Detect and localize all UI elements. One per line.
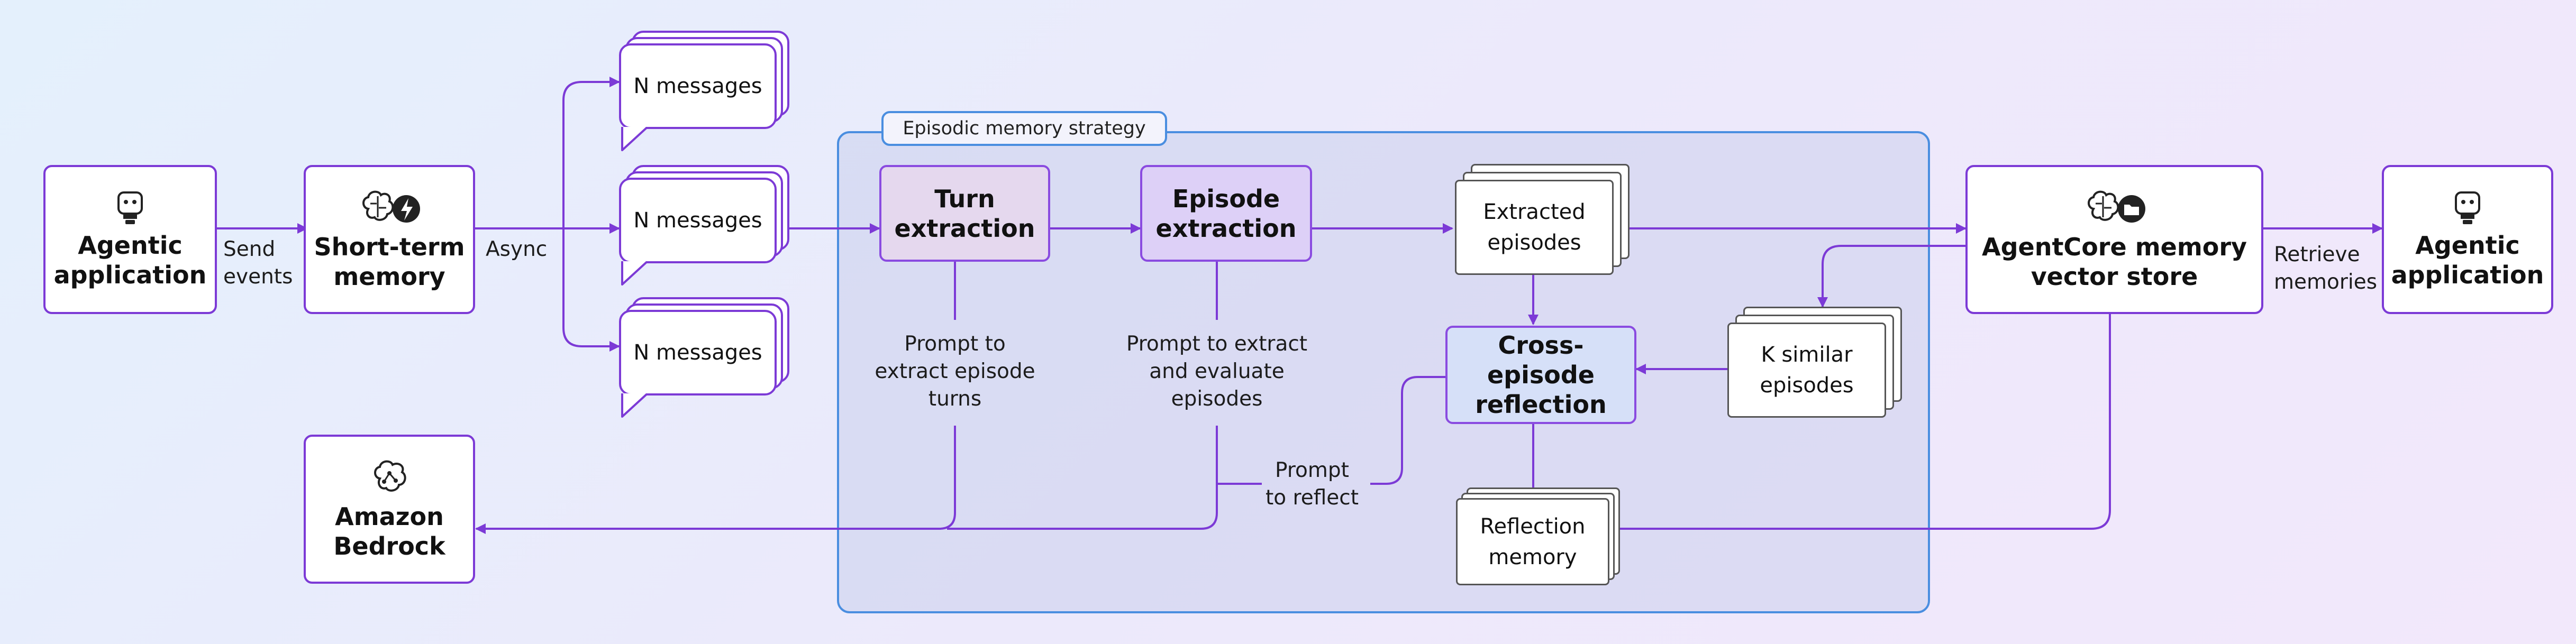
agentcore-vector-store: AgentCore memory vector store [1965,165,2263,314]
message-stack-bottom: N messages [619,297,793,418]
message-stack-top: N messages [619,31,793,151]
agentic-application-right-label: Agentic application [2391,231,2544,289]
amazon-bedrock-label: Amazon Bedrock [333,502,445,560]
extracted-episodes: Extracted episodes [1455,164,1635,278]
retrieve-memories-label: Retrieve memories [2274,243,2378,294]
message-stack-middle: N messages [619,165,793,286]
cross-episode-reflection: Cross-episode reflection [1445,326,1636,424]
vector-store-label: AgentCore memory vector store [1981,233,2247,291]
async-label: Async [486,237,548,261]
brain-lightning-icon [362,190,420,223]
strategy-title: Episodic memory strategy [881,111,1167,146]
prompt-turns-label: Prompt to extract episode turns [875,332,1035,411]
brain-folder-icon [2087,190,2145,223]
prompt-episodes-label: Prompt to extract and evaluate episodes [1126,332,1308,411]
agentic-application-left-label: Agentic application [53,231,207,289]
turn-extraction: Turn extraction [879,165,1050,262]
arrow-memory-to-store [1618,268,2115,530]
reflection-memory-label: Reflection memory [1456,498,1609,585]
extracted-episodes-label: Extracted episodes [1455,180,1614,275]
short-term-memory: Short-term memory [304,165,475,314]
arrow-store-to-k [1817,245,1965,308]
brain-circuit-icon [374,460,406,492]
k-similar-episodes-label: K similar episodes [1727,323,1886,418]
line-turn-prompt-return [475,426,956,534]
robot-icon [2455,191,2480,224]
line-episode-prompt-return [947,426,1218,530]
message-stack-top-label: N messages [619,43,777,129]
prompt-reflect-label: Prompt to reflect [1265,458,1359,510]
episode-extraction: Episode extraction [1140,165,1312,262]
agentic-application-right: Agentic application [2382,165,2553,314]
amazon-bedrock: Amazon Bedrock [304,435,475,584]
k-similar-episodes: K similar episodes [1727,307,1907,420]
robot-icon [117,191,143,224]
message-stack-bottom-label: N messages [619,310,777,395]
arrow-to-msg-bot [562,228,620,352]
send-events-label: Send events [223,237,293,289]
message-stack-middle-label: N messages [619,178,777,263]
arrow-to-msg-top [562,77,620,228]
short-term-memory-label: Short-term memory [314,233,465,291]
line-reflect-prompt [1370,376,1445,485]
reflection-memory: Reflection memory [1456,487,1631,585]
agentic-application-left: Agentic application [43,165,217,314]
